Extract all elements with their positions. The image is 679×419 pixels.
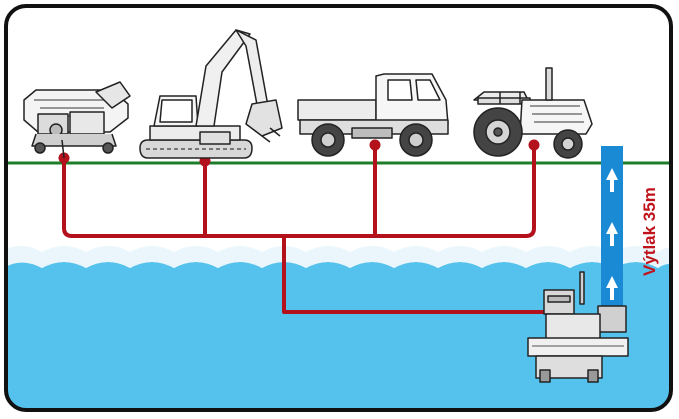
- up-arrow-icon: [606, 168, 618, 300]
- ground-band: [6, 163, 671, 253]
- truck-icon: [297, 73, 449, 157]
- hose-to-pump: [282, 234, 550, 314]
- tractor-icon: [473, 67, 593, 159]
- hose-tractor: [282, 143, 536, 238]
- excavator-icon: [139, 29, 283, 159]
- water-body: [6, 262, 671, 410]
- hydraulic-power-pack-icon: [23, 81, 131, 159]
- hydraulic-hoses: [62, 143, 550, 314]
- water-foam: [6, 246, 671, 270]
- discharge-pipe: [601, 146, 623, 316]
- submersible-pump-icon: [527, 271, 629, 383]
- hose-connectors: [58, 139, 540, 167]
- discharge-head-label: Výtlak 35m: [640, 187, 659, 276]
- hose-power-unit: [62, 156, 286, 238]
- frame-border: [4, 4, 673, 412]
